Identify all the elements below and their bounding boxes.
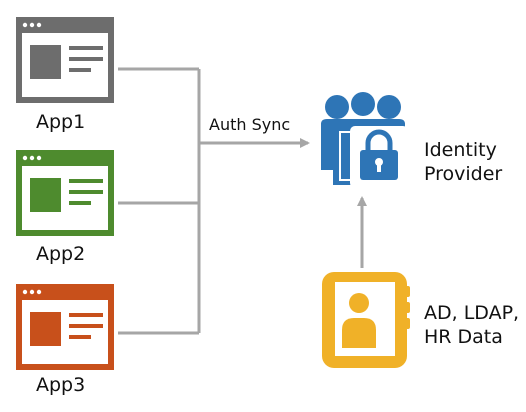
app3-window-icon: [16, 284, 114, 370]
identity-provider-label-line2: Provider: [424, 163, 503, 185]
auth-sync-label: Auth Sync: [209, 115, 291, 134]
directory-label-line1: AD, LDAP,: [424, 302, 520, 324]
identity-provider-label-line1: Identity: [424, 139, 497, 161]
lock-icon: [350, 126, 408, 188]
app2-window-icon: [16, 150, 114, 236]
directory-label-line2: HR Data: [424, 326, 503, 348]
app3-label: App3: [36, 374, 86, 396]
app2-label: App2: [36, 243, 86, 265]
connector-lines: [118, 67, 367, 335]
identity-provider-icon: [321, 92, 408, 188]
app1-window-icon: [16, 17, 114, 103]
app1-label: App1: [36, 111, 86, 133]
directory-icon: [322, 272, 410, 368]
